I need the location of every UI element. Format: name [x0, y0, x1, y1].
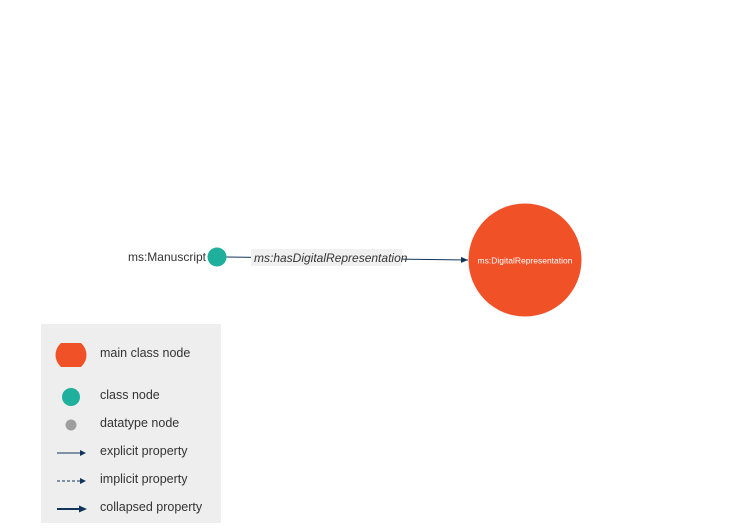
legend-label: main class node: [100, 346, 191, 360]
main-class-node-digital-representation-label: ms:DigitalRepresentation: [478, 256, 573, 266]
legend-item-main-class-node: main class node: [41, 343, 221, 367]
edge-label-background: [251, 249, 402, 266]
class-node-icon: [53, 385, 89, 409]
legend-label: collapsed property: [100, 500, 203, 514]
class-node-manuscript-label: ms:Manuscript: [128, 250, 207, 264]
legend-label: class node: [100, 388, 160, 402]
legend: main class node class node datatype node…: [41, 324, 221, 523]
legend-item-implicit-property: implicit property: [41, 469, 221, 493]
class-node-manuscript[interactable]: [207, 247, 227, 267]
legend-label: implicit property: [100, 472, 188, 486]
main-class-node-icon: [53, 343, 89, 367]
legend-item-datatype-node: datatype node: [41, 413, 221, 437]
legend-item-class-node: class node: [41, 385, 221, 409]
implicit-property-arrow-icon: [53, 469, 89, 493]
legend-label: explicit property: [100, 444, 188, 458]
datatype-node-icon: [53, 413, 89, 437]
edge-label-has-digital-representation[interactable]: ms:hasDigitalRepresentation: [254, 251, 408, 265]
legend-item-collapsed-property: collapsed property: [41, 497, 221, 521]
collapsed-property-arrow-icon: [53, 497, 89, 521]
main-class-node-digital-representation[interactable]: [468, 203, 582, 317]
legend-label: datatype node: [100, 416, 180, 430]
explicit-property-arrow-icon: [53, 441, 89, 465]
legend-item-explicit-property: explicit property: [41, 441, 221, 465]
